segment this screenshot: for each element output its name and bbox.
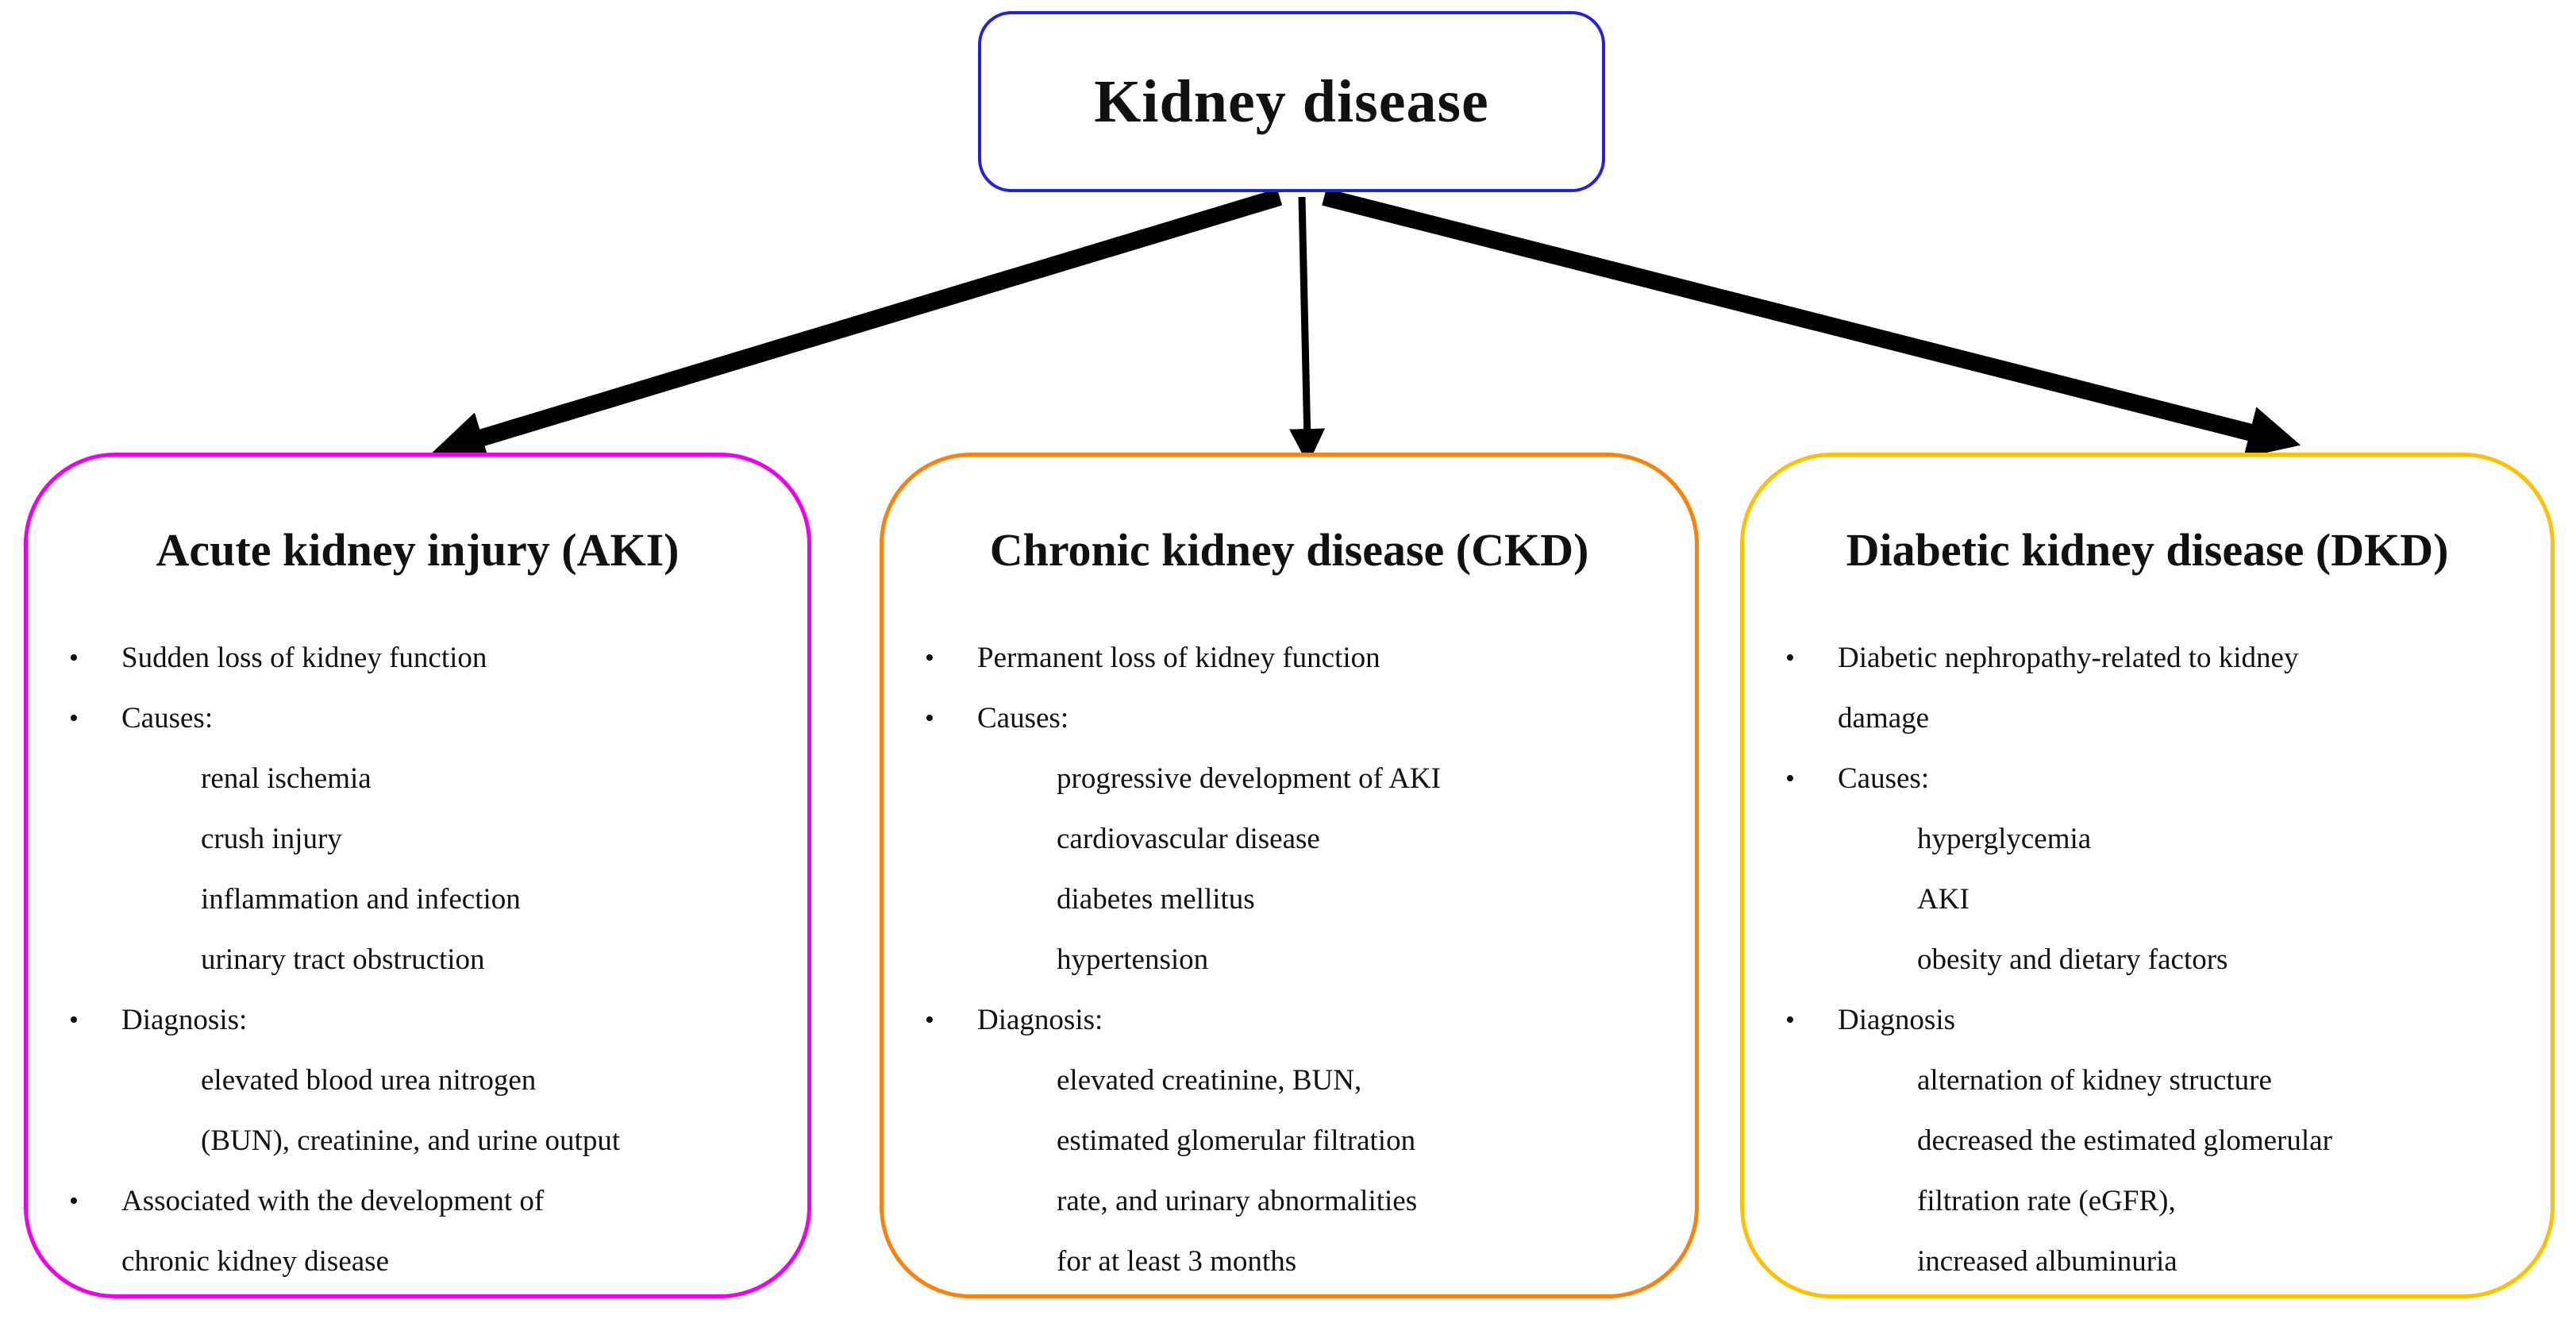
list-item: • Causes: <box>1744 749 2551 809</box>
list-item-text: inflammation and infection <box>201 883 521 916</box>
list-item: for at least 3 months <box>884 1232 1695 1292</box>
list-item-text: Causes: <box>977 702 1069 735</box>
list-item: rate, and urinary abnormalities <box>884 1171 1695 1232</box>
list-item: AKI <box>1744 870 2551 930</box>
root-title: Kidney disease <box>1094 67 1489 135</box>
list-item: estimated glomerular filtration <box>884 1111 1695 1171</box>
branch-list-aki: • Sudden loss of kidney function • Causes:… <box>28 628 807 1292</box>
arrow-root-to-ckd <box>1289 196 1326 465</box>
list-item-text: Causes: <box>121 702 214 735</box>
list-item: obesity and dietary factors <box>1744 930 2551 990</box>
list-item: inflammation and infection <box>28 870 807 930</box>
list-item-text: Sudden loss of kidney function <box>121 642 487 674</box>
list-item: cardiovascular disease <box>884 809 1695 870</box>
bullet-marker: • <box>69 1005 79 1035</box>
list-item: chronic kidney disease <box>28 1232 807 1292</box>
branch-title-aki: Acute kidney injury (AKI) <box>156 524 680 576</box>
list-item: elevated creatinine, BUN, <box>884 1051 1695 1111</box>
list-item: crush injury <box>28 809 807 870</box>
bullet-marker: • <box>1785 643 1795 673</box>
list-item-text: diabetes mellitus <box>1057 883 1255 916</box>
list-item-text: estimated glomerular filtration <box>1057 1124 1416 1157</box>
bullet-marker: • <box>925 1005 934 1035</box>
list-item-text: crush injury <box>201 823 342 855</box>
list-item-text: Diabetic nephropathy-related to kidney <box>1838 642 2299 674</box>
branch-title-dkd: Diabetic kidney disease (DKD) <box>1846 524 2449 576</box>
list-item: increased albuminuria <box>1744 1232 2551 1292</box>
bullet-marker: • <box>1785 1005 1795 1035</box>
list-item-text: Causes: <box>1838 762 1930 795</box>
list-item: • Sudden loss of kidney function <box>28 628 807 688</box>
list-item: • Diagnosis: <box>28 990 807 1051</box>
list-item-text: damage <box>1838 702 1930 735</box>
list-item-text: renal ischemia <box>201 762 372 795</box>
list-item: hypertension <box>884 930 1695 990</box>
branch-box-dkd: Diabetic kidney disease (DKD) • Diabetic … <box>1740 453 2555 1298</box>
list-item: damage <box>1744 688 2551 749</box>
list-item-text: progressive development of AKI <box>1057 762 1441 795</box>
list-item-text: hyperglycemia <box>1917 823 2092 855</box>
bullet-marker: • <box>69 1186 79 1216</box>
root-box-kidney-disease: Kidney disease <box>978 11 1605 192</box>
list-item-text: cardiovascular disease <box>1057 823 1320 855</box>
list-item: renal ischemia <box>28 749 807 809</box>
list-item: diabetes mellitus <box>884 870 1695 930</box>
list-item-text: alternation of kidney structure <box>1917 1064 2272 1097</box>
branch-box-ckd: Chronic kidney disease (CKD) • Permanent … <box>880 453 1699 1298</box>
bullet-marker: • <box>69 643 79 673</box>
arrow-root-to-aki <box>432 188 1283 463</box>
list-item: • Diagnosis <box>1744 990 2551 1051</box>
list-item-text: Diagnosis: <box>977 1004 1103 1036</box>
list-item-text: Diagnosis: <box>121 1004 248 1036</box>
list-item: (BUN), creatinine, and urine output <box>28 1111 807 1171</box>
list-item-text: obesity and dietary factors <box>1917 943 2228 976</box>
list-item-text: rate, and urinary abnormalities <box>1057 1185 1418 1217</box>
list-item-text: elevated creatinine, BUN, <box>1057 1064 1362 1097</box>
list-item: • Permanent loss of kidney function <box>884 628 1695 688</box>
branch-box-aki: Acute kidney injury (AKI) • Sudden loss o… <box>24 453 811 1298</box>
list-item: urinary tract obstruction <box>28 930 807 990</box>
list-item-text: chronic kidney disease <box>121 1245 389 1278</box>
arrow-root-to-dkd <box>1322 188 2301 458</box>
list-item-text: Diagnosis <box>1838 1004 1955 1036</box>
list-item: filtration rate (eGFR), <box>1744 1171 2551 1232</box>
list-item-text: Permanent loss of kidney function <box>977 642 1380 674</box>
bullet-marker: • <box>925 643 934 673</box>
list-item: • Diagnosis: <box>884 990 1695 1051</box>
list-item: elevated blood urea nitrogen <box>28 1051 807 1111</box>
list-item: decreased the estimated glomerular <box>1744 1111 2551 1171</box>
list-item-text: urinary tract obstruction <box>201 943 485 976</box>
list-item-text: (BUN), creatinine, and urine output <box>201 1124 621 1157</box>
bullet-marker: • <box>69 704 79 733</box>
list-item-text: decreased the estimated glomerular <box>1917 1124 2332 1157</box>
list-item-text: AKI <box>1917 883 1970 916</box>
list-item-text: increased albuminuria <box>1917 1245 2177 1278</box>
list-item-text: hypertension <box>1057 943 1209 976</box>
list-item-text: for at least 3 months <box>1057 1245 1297 1278</box>
list-item: progressive development of AKI <box>884 749 1695 809</box>
list-item-text: elevated blood urea nitrogen <box>201 1064 537 1097</box>
list-item: • Causes: <box>884 688 1695 749</box>
branch-list-ckd: • Permanent loss of kidney function • Caus… <box>884 628 1695 1292</box>
bullet-marker: • <box>1785 764 1795 793</box>
list-item-text: filtration rate (eGFR), <box>1917 1185 2176 1217</box>
bullet-marker: • <box>925 704 934 733</box>
branch-list-dkd: •Diabetic nephropathy-related to kidney … <box>1744 628 2551 1292</box>
list-item: • Diabetic nephropathy-related to kidney <box>1744 628 2551 688</box>
list-item: • Associated with the development of <box>28 1171 807 1232</box>
list-item: • Causes: <box>28 688 807 749</box>
list-item: hyperglycemia <box>1744 809 2551 870</box>
list-item: alternation of kidney structure <box>1744 1051 2551 1111</box>
list-item-text: Associated with the development of <box>121 1185 545 1217</box>
branch-title-ckd: Chronic kidney disease (CKD) <box>989 524 1589 576</box>
